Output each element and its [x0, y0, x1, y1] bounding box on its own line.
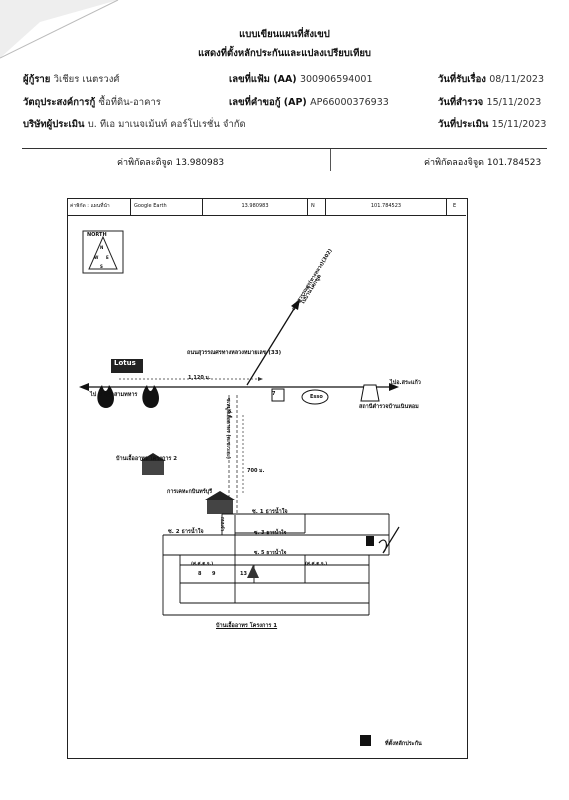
compass-s: S: [100, 264, 103, 269]
plot-8-label: 8: [198, 571, 202, 577]
soi2-label: ซ. 2 ธารน้ำใจ: [168, 529, 204, 535]
compass-n: N: [100, 245, 104, 250]
marker-a-label: (ศ.ศ.ต.จ.): [191, 562, 214, 567]
distance-2-label: 700 ม.: [247, 468, 265, 474]
road-small-label: ถนนจำ: [219, 517, 224, 532]
soi-grid: [162, 513, 390, 616]
appraiser-value: บ. ทีเอ มาเนจเม้นท์ คอร์โปเรชั่น จำกัด: [87, 119, 246, 130]
survey-label: วันที่สำรวจ: [438, 97, 484, 108]
coordinate-divider: [330, 149, 331, 171]
receive-row: วันที่รับเรื่อง 08/11/2023: [438, 72, 544, 87]
police-label: สถานีตำรวจบ้านเนินหอม: [359, 404, 419, 410]
legend-marker-icon: [360, 735, 371, 746]
housing-office-label: การเคหะกบินทร์บุรี: [167, 489, 213, 495]
file-row: เลขที่แฟ้ม (AA) 300906594001: [229, 72, 372, 87]
purpose-value: ซื้อที่ดิน-อาคาร: [98, 97, 161, 108]
survey-value: 15/11/2023: [486, 97, 542, 108]
map-header-cell: 101.784523: [326, 198, 447, 215]
north-arrow-icon: [82, 230, 124, 274]
plot-9-label: 9: [212, 571, 216, 577]
diagonal-road: [246, 299, 300, 386]
coordinate-bar: ค่าพิกัดละติจูด 13.980983 ค่าพิกัดลองจิจ…: [22, 148, 547, 171]
legend-label: ที่ตั้งหลักประกัน: [385, 741, 422, 747]
map-header-cell: E: [453, 203, 457, 209]
map-header-cell: ค่าพิกัด : แผนที่นำ: [67, 198, 131, 215]
appraiser-row: บริษัทผู้ประเมิน บ. ทีเอ มาเนจเม้นท์ คอร…: [23, 117, 246, 132]
seven-eleven-icon: [271, 388, 285, 402]
plot-13-label: 13: [240, 571, 247, 577]
map-drawing: [79, 230, 400, 746]
file-label: เลขที่แฟ้ม (AA): [229, 74, 297, 85]
police-station-icon: [360, 384, 380, 402]
ptt-station-icon: [142, 385, 160, 408]
request-row: เลขที่คำขอกู้ (AP) AP66000376933: [229, 95, 389, 110]
request-label: เลขที่คำขอกู้ (AP): [229, 97, 307, 108]
purpose-row: วัตถุประสงค์การกู้ ซื้อที่ดิน-อาคาร: [23, 95, 161, 110]
tree-icon: [247, 565, 259, 578]
to-right-of-label: ไป 4 แยกสามทหาร: [90, 392, 138, 398]
doc-title: แบบเขียนแผนที่สังเขป: [239, 29, 330, 40]
project2-label: บ้านเอื้ออาทร โครงการ 2: [116, 456, 178, 462]
map-header: ค่าพิกัด : แผนที่นำ Google Earth 13.9809…: [67, 198, 466, 216]
project2-building-icon: [140, 453, 166, 475]
compass-e: E: [106, 255, 109, 260]
borrower-value: วิเชียร เนตรวงศ์: [53, 74, 120, 85]
north-label: NORTH: [87, 232, 107, 238]
receive-label: วันที่รับเรื่อง: [438, 74, 486, 85]
seven-label: 7: [272, 391, 276, 397]
longitude-text: ค่าพิกัดลองจิจูด 101.784523: [424, 158, 542, 168]
housing-office-icon: [205, 491, 235, 514]
appraiser-label: บริษัทผู้ประเมิน: [23, 119, 85, 130]
main-highway: [79, 383, 399, 391]
appraise-value: 15/11/2023: [491, 119, 547, 130]
temple-icon: [97, 385, 115, 408]
appraise-row: วันที่ประเมิน 15/11/2023: [438, 117, 546, 132]
distance-arrow-horizontal: [119, 377, 263, 381]
soi5-label: ซ. 5 ธารน้ำใจ: [254, 550, 287, 556]
request-value: AP66000376933: [310, 97, 389, 108]
distance-1-label: 1,120 ม.: [188, 375, 211, 381]
doc-subtitle: แสดงที่ตั้งหลักประกันและแปลงเปรียบเทียบ: [198, 48, 371, 59]
file-value: 300906594001: [299, 74, 373, 85]
purpose-label: วัตถุประสงค์การกู้: [23, 97, 96, 108]
soi-road-label: ซ.หมู่ที่เอื้ออาทร (ต.ช.ว.อ.): [225, 398, 231, 460]
soi3-label: ซ. 3 ธารน้ำใจ: [254, 530, 287, 536]
to-sabai-label: ไปอ.สระแก้ว: [390, 380, 421, 386]
road-main-label: ถนนสุวรรณศรทางหลวงหมายเลข (33): [187, 350, 282, 356]
borrower-label: ผู้กู้ราย: [23, 74, 51, 85]
appraise-label: วันที่ประเมิน: [438, 119, 489, 130]
map-frame: [67, 198, 468, 759]
marker-b-label: (ศ.ศ.ต.จ.): [305, 562, 328, 567]
esso-label: Esso: [310, 394, 323, 400]
map-header-cell: N: [308, 198, 326, 215]
lotus-label: Lotus: [112, 359, 138, 367]
survey-row: วันที่สำรวจ 15/11/2023: [438, 95, 541, 110]
soi1-label: ซ. 1 ธารน้ำใจ: [252, 509, 288, 515]
esso-icon: [301, 389, 329, 405]
latitude-text: ค่าพิกัดละติจูด 13.980983: [117, 158, 225, 168]
soi-road-vertical: [228, 395, 244, 515]
map-header-cell: Google Earth: [131, 198, 203, 215]
compass-w: W: [94, 255, 99, 260]
torn-corner: [0, 0, 119, 59]
borrower-row: ผู้กู้ราย วิเชียร เนตรวงศ์: [23, 72, 119, 87]
map-header-cell: 13.980983: [203, 198, 308, 215]
collateral-marker-icon: [366, 526, 400, 554]
receive-value: 08/11/2023: [489, 74, 544, 85]
project1-label: บ้านเอื้ออาทร โครงการ 1: [216, 623, 278, 629]
